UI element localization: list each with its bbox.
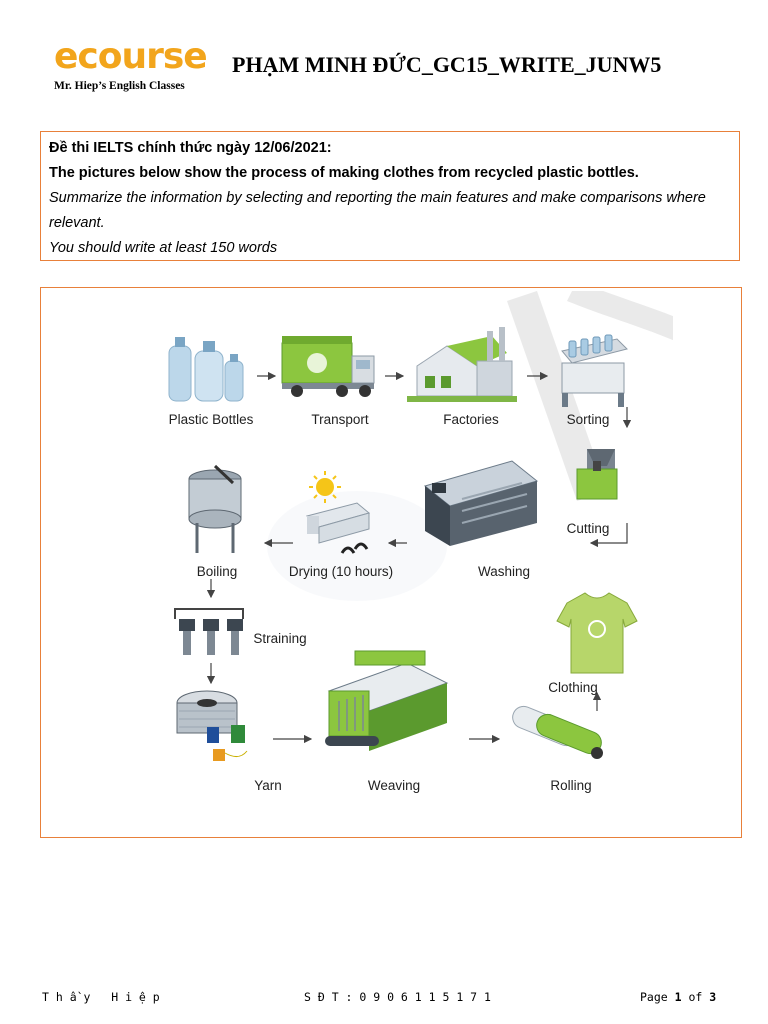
footer-author: T h ầ y H i ệ p	[42, 990, 160, 1004]
drying-sun-icon	[309, 471, 341, 503]
sorting-icon	[561, 334, 628, 407]
yarn-spool-icon	[176, 690, 238, 734]
footer-page-number: Page 1 of 3	[640, 990, 716, 1004]
page-of: of	[681, 990, 710, 1004]
label-factories: Factories	[443, 412, 499, 427]
drying-rack-icon	[305, 502, 371, 554]
task-instruction: Summarize the information by selecting a…	[49, 190, 706, 231]
page-prefix: Page	[640, 990, 675, 1004]
exam-line: Đề thi IELTS chính thức ngày 12/06/2021:	[49, 140, 332, 156]
tshirt-icon	[556, 592, 638, 674]
label-clothing: Clothing	[548, 680, 598, 695]
label-sorting: Sorting	[566, 412, 610, 427]
logo-wordmark: ecourse	[54, 36, 208, 77]
label-weaving: Weaving	[367, 778, 421, 793]
task-prompt: The pictures below show the process of m…	[49, 165, 639, 181]
process-arrows	[206, 371, 632, 744]
figure-frame: Plastic Bottles Transport Factories Sort…	[40, 281, 742, 838]
page-current: 1	[674, 990, 682, 1004]
washing-machine-icon	[423, 460, 539, 546]
factory-icon	[407, 327, 517, 402]
label-rolling: Rolling	[550, 778, 592, 793]
plastic-bottles-icon	[168, 337, 244, 402]
page-total: 3	[709, 990, 717, 1004]
yarn-bobbins-icon	[207, 725, 248, 761]
label-plastic-bottles: Plastic Bottles	[168, 412, 254, 427]
cutting-icon	[576, 449, 618, 500]
label-yarn: Yarn	[254, 778, 282, 793]
fabric-rolls-icon	[512, 705, 603, 759]
process-diagram-svg	[168, 281, 707, 761]
label-transport: Transport	[311, 412, 369, 427]
label-drying: Drying (10 hours)	[288, 564, 394, 579]
label-boiling: Boiling	[196, 564, 238, 579]
ecourse-logo: ecourse Mr. Hiep’s English Classes	[50, 36, 210, 98]
footer-phone: S Đ T : 0 9 0 6 1 1 5 1 7 1	[304, 990, 491, 1004]
document-title: PHẠM MINH ĐỨC_GC15_WRITE_JUNW5	[232, 52, 662, 77]
label-washing: Washing	[477, 564, 531, 579]
weaving-loom-icon	[325, 650, 449, 751]
straining-filters-icon	[174, 608, 244, 655]
logo-subtitle: Mr. Hiep’s English Classes	[54, 80, 185, 92]
process-diagram: Plastic Bottles Transport Factories Sort…	[107, 281, 707, 831]
task-box: Đề thi IELTS chính thức ngày 12/06/2021:…	[40, 131, 740, 261]
boiling-tank-icon	[188, 464, 242, 553]
label-straining: Straining	[253, 631, 307, 646]
transport-truck-icon	[281, 336, 375, 397]
label-cutting: Cutting	[566, 521, 610, 536]
word-count-note: You should write at least 150 words	[49, 240, 278, 256]
